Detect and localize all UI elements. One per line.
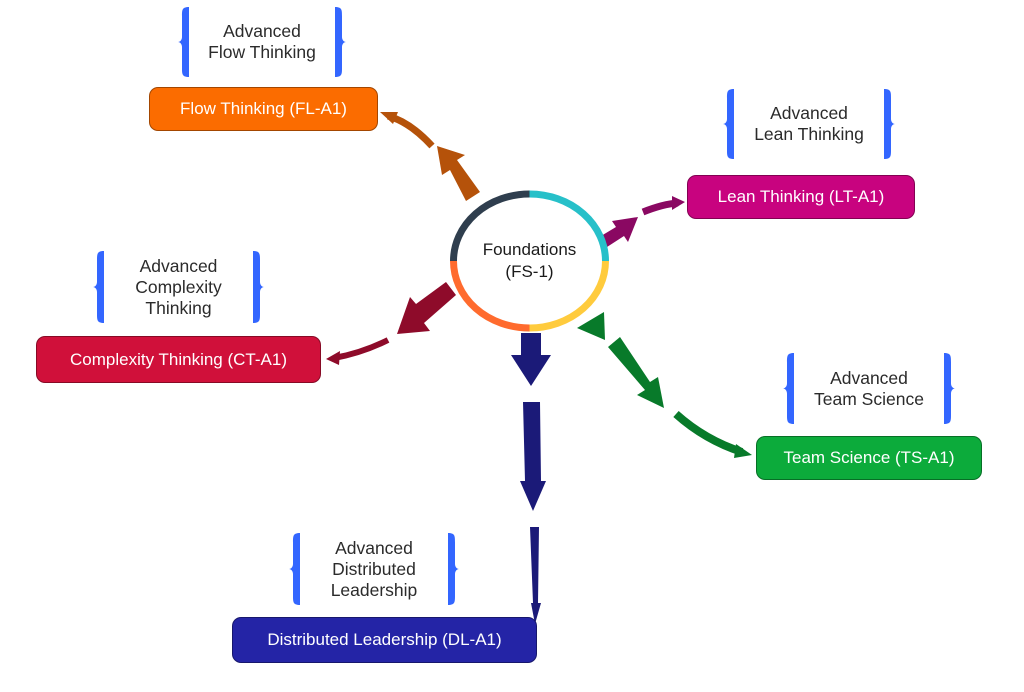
node-distributed-leadership[interactable]: Distributed Leadership (DL-A1) (232, 617, 537, 663)
advanced-line: Advanced (335, 537, 413, 558)
arrow-to-flow-thinking (380, 112, 480, 201)
advanced-line: Advanced (770, 103, 848, 123)
advanced-line: Team Science (814, 388, 924, 409)
advanced-line: Lean Thinking (754, 124, 864, 144)
advanced-line: Distributed (332, 558, 416, 579)
advanced-line: Advanced (830, 367, 908, 388)
foundations-code: (FS-1) (505, 262, 554, 281)
left-brace-icon (178, 7, 189, 77)
foundations-ring (450, 190, 609, 332)
arrow-to-lean-thinking (601, 196, 685, 247)
right-brace-icon (448, 533, 459, 605)
node-lean-thinking[interactable]: Lean Thinking (LT-A1) (687, 175, 915, 219)
left-brace-icon (723, 89, 734, 159)
right-brace-icon (335, 7, 346, 77)
node-flow-thinking[interactable]: Flow Thinking (FL-A1) (149, 87, 378, 131)
advanced-line: Flow Thinking (208, 42, 316, 62)
node-team-science[interactable]: Team Science (TS-A1) (756, 436, 982, 480)
ring-segment (529, 190, 609, 262)
advanced-line: Advanced (139, 255, 218, 276)
ring-segment (529, 260, 609, 332)
right-brace-icon (944, 353, 955, 424)
right-brace-icon (884, 89, 895, 159)
right-brace-icon (253, 251, 264, 323)
foundations-node[interactable]: Foundations (FS-1) (448, 188, 611, 334)
node-label: Complexity Thinking (CT-A1) (70, 349, 287, 369)
node-label: Flow Thinking (FL-A1) (180, 99, 347, 118)
ring-segment (450, 260, 530, 332)
ring-segment (450, 190, 530, 262)
advanced-line: Leadership (330, 579, 418, 600)
foundations-title: Foundations (482, 240, 577, 259)
advanced-line: Advanced (223, 21, 301, 41)
node-complexity-thinking[interactable]: Complexity Thinking (CT-A1) (36, 336, 321, 383)
node-label: Distributed Leadership (DL-A1) (267, 630, 502, 649)
node-label: Lean Thinking (LT-A1) (717, 187, 885, 206)
left-brace-icon (93, 251, 104, 323)
advanced-line: Thinking (145, 297, 212, 318)
advanced-line: Complexity (135, 276, 222, 297)
arrow-to-team-science (577, 312, 752, 458)
left-brace-icon (783, 353, 794, 424)
arrow-to-distributed-leadership (511, 333, 551, 624)
node-label: Team Science (TS-A1) (783, 448, 955, 467)
left-brace-icon (289, 533, 300, 605)
arrow-to-complexity-thinking (326, 282, 456, 365)
